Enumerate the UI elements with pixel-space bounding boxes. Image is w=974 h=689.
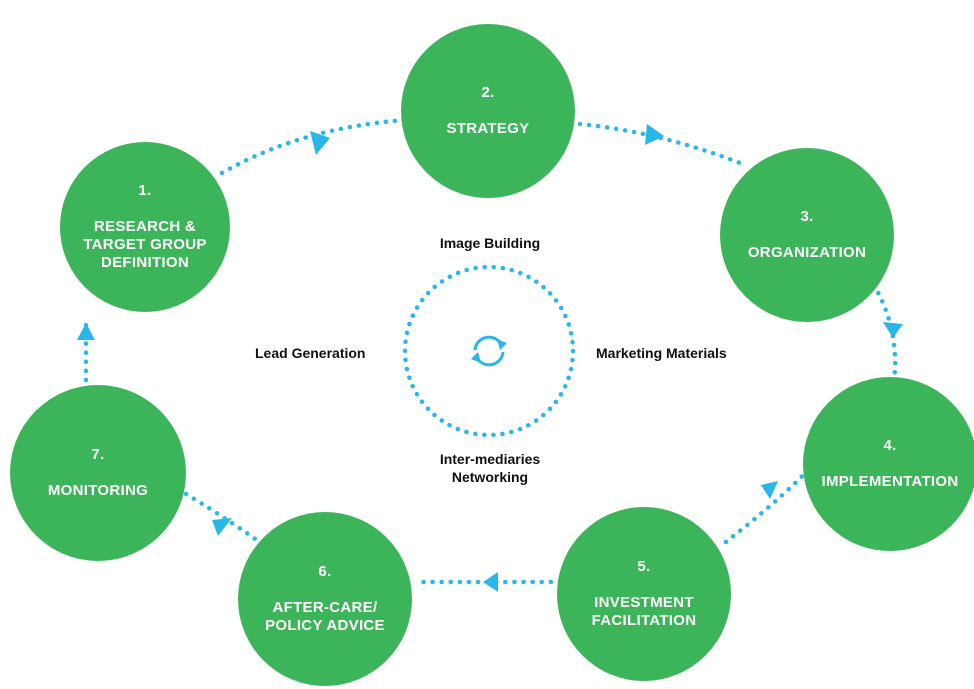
arrowhead-2-3 [645, 124, 664, 145]
center-label-top: Image Building [439, 235, 541, 251]
arrowhead-7-1 [77, 323, 95, 340]
step-node-2: 2. STRATEGY [401, 24, 575, 198]
connector-3-4 [871, 282, 898, 385]
arrowhead-5-6 [483, 572, 498, 592]
step-number: 3. [800, 208, 814, 225]
step-number: 4. [883, 437, 897, 454]
connector-2-3 [577, 121, 743, 166]
step-number: 1. [138, 182, 152, 199]
step-node-4: 4. IMPLEMENTATION [803, 377, 974, 551]
step-number: 6. [318, 563, 332, 580]
step-number: 7. [91, 446, 105, 463]
step-node-1: 1. RESEARCH & TARGET GROUP DEFINITION [60, 142, 230, 312]
arrowhead-4-5 [761, 481, 778, 499]
step-title: STRATEGY [446, 120, 530, 137]
center-ring [402, 264, 576, 438]
step-node-7: 7. MONITORING [10, 385, 186, 561]
step-node-5: 5. INVESTMENT FACILITATION [557, 507, 731, 681]
refresh-cycle-icon [471, 335, 507, 367]
arrowhead-3-4 [883, 322, 903, 338]
center-label-bottom: Inter-mediaries Networking [439, 451, 541, 485]
step-title: ORGANIZATION [747, 244, 867, 261]
step-title: AFTER-CARE/ POLICY ADVICE [265, 599, 385, 634]
step-title: RESEARCH & TARGET GROUP DEFINITION [83, 218, 207, 271]
step-node-3: 3. ORGANIZATION [720, 148, 894, 322]
step-number: 5. [637, 558, 651, 575]
step-node-6: 6. AFTER-CARE/ POLICY ADVICE [238, 512, 412, 686]
arrowhead-6-7 [212, 518, 232, 536]
step-title: MONITORING [47, 482, 149, 499]
arrowhead-1-2 [310, 131, 330, 155]
step-number: 2. [481, 84, 495, 101]
step-title: IMPLEMENTATION [821, 473, 959, 490]
center-label-right: Marketing Materials [596, 345, 727, 361]
step-title: INVESTMENT FACILITATION [591, 594, 697, 629]
center-label-left: Lead Generation [255, 345, 366, 361]
connector-4-5 [719, 467, 811, 548]
connector-1-2 [219, 117, 408, 176]
